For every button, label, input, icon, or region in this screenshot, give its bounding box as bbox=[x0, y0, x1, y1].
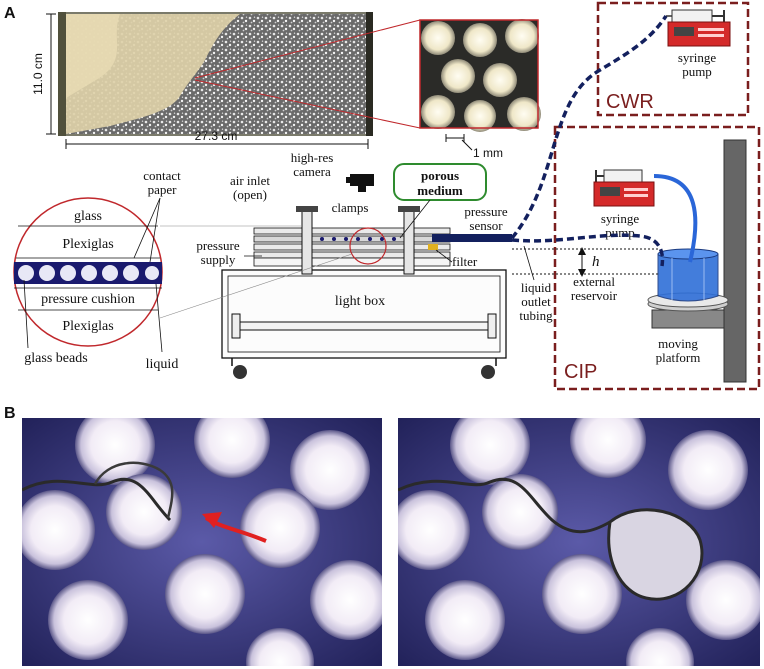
pressure-supply-label-2: supply bbox=[201, 252, 236, 267]
cross-section-detail: glass Plexiglas pressure cushion Plexigl… bbox=[13, 197, 353, 347]
light-box-cart: light box bbox=[221, 269, 507, 379]
glass-label: glass bbox=[74, 209, 102, 224]
moving-platform-stand bbox=[723, 139, 747, 383]
cip-box: CIP syringe pump moving platform externa… bbox=[553, 125, 761, 391]
cip-supply-tubing bbox=[653, 174, 698, 263]
filter-label: filter bbox=[452, 254, 478, 269]
contact-paper-label-1: contact bbox=[143, 168, 181, 183]
panel-b-label: B bbox=[4, 405, 16, 422]
moving-platform-label-2: platform bbox=[656, 350, 701, 365]
zoom-inset bbox=[419, 19, 541, 132]
hele-shaw-cell bbox=[253, 206, 512, 275]
cwr-syringe-pump-label-2: pump bbox=[682, 64, 712, 79]
liquid-outlet-label-1: liquid bbox=[521, 280, 552, 295]
contact-paper-label-2: paper bbox=[148, 182, 178, 197]
cip-label: CIP bbox=[564, 361, 597, 383]
moving-platform-label-1: moving bbox=[658, 336, 698, 351]
air-inlet-label-2: (open) bbox=[233, 187, 267, 202]
liquid-outlet-label-3: tubing bbox=[519, 308, 553, 323]
light-box-label: light box bbox=[335, 294, 385, 309]
pressure-cushion-label: pressure cushion bbox=[41, 292, 135, 307]
cwr-syringe-pump-label-1: syringe bbox=[678, 50, 717, 65]
porous-medium-photo bbox=[58, 12, 373, 136]
micrograph-before bbox=[22, 418, 382, 666]
pressure-supply-label-1: pressure bbox=[196, 238, 240, 253]
outlet-tubing bbox=[511, 233, 665, 267]
liquid-outlet-label-2: outlet bbox=[521, 294, 551, 309]
micrograph-after bbox=[398, 418, 760, 666]
plexiglas-top-label: Plexiglas bbox=[62, 237, 113, 252]
camera-label-1: high-res bbox=[291, 150, 334, 165]
glass-beads-label: glass beads bbox=[24, 351, 87, 366]
camera-label-2: camera bbox=[293, 164, 331, 179]
scale-bar-label: 1 mm bbox=[473, 146, 503, 160]
external-reservoir-label-1: external bbox=[573, 274, 615, 289]
porous-medium-box bbox=[393, 163, 487, 201]
panel-a-label: A bbox=[4, 5, 16, 22]
clamps-label: clamps bbox=[332, 200, 369, 215]
cwr-tubing bbox=[510, 15, 668, 240]
air-inlet-label-1: air inlet bbox=[230, 173, 270, 188]
liquid-label: liquid bbox=[146, 357, 179, 372]
pressure-sensor-label-2: sensor bbox=[469, 218, 503, 233]
cip-syringe-pump-label-2: pump bbox=[605, 225, 635, 240]
plexiglas-bottom-label: Plexiglas bbox=[62, 319, 113, 334]
cwr-box: CWR syringe pump bbox=[596, 1, 750, 117]
height-dimension-label: 11.0 cm bbox=[31, 53, 45, 95]
width-dimension-label: 27.3 cm bbox=[195, 129, 238, 143]
cip-syringe-pump-label-1: syringe bbox=[601, 211, 640, 226]
camera-icon bbox=[350, 174, 374, 186]
external-reservoir-label-2: reservoir bbox=[571, 288, 618, 303]
cwr-label: CWR bbox=[606, 91, 654, 113]
height-difference-h: h bbox=[592, 254, 600, 270]
porous-medium-label-2: medium bbox=[417, 183, 463, 198]
porous-medium-label-1: porous bbox=[421, 168, 459, 183]
pressure-sensor-label-1: pressure bbox=[464, 204, 508, 219]
